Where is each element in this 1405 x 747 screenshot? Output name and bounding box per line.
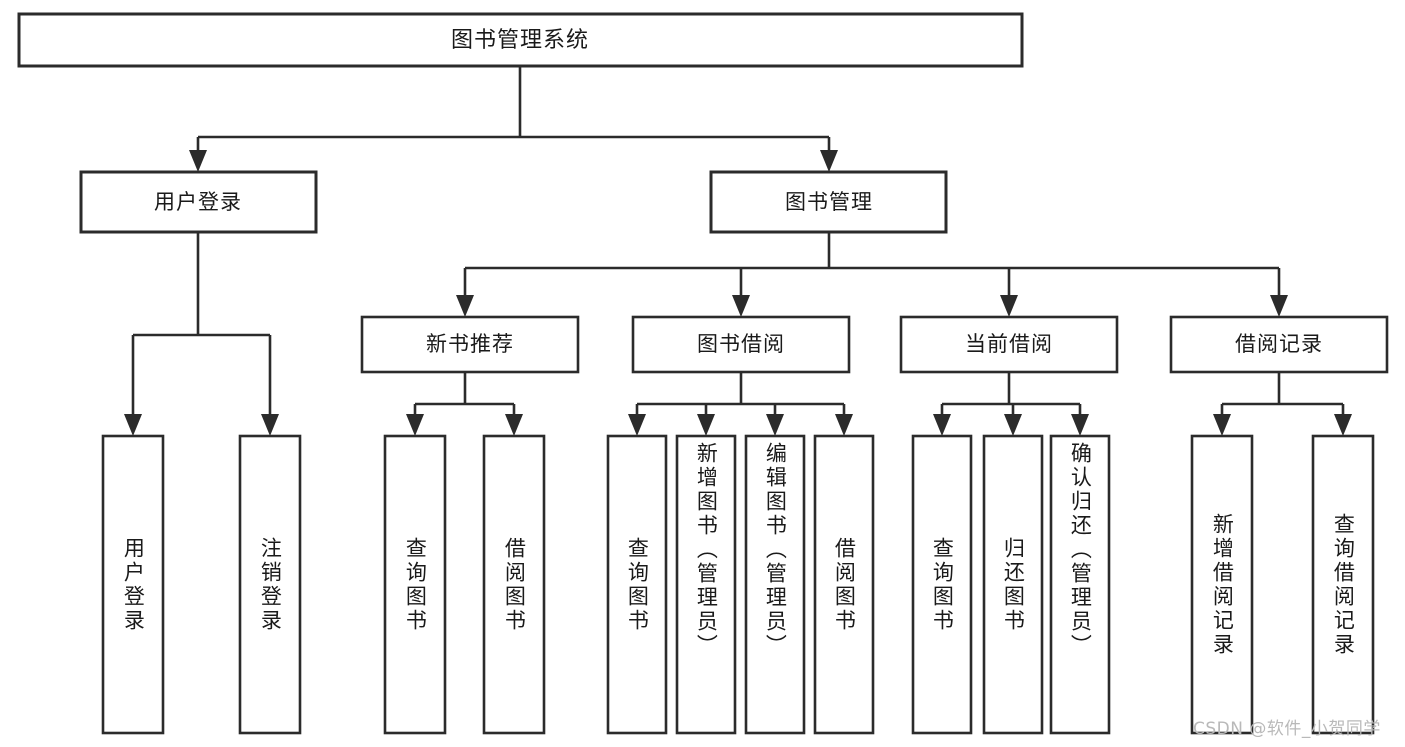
node-book-borrow[interactable]: 图书借阅 (631, 315, 851, 374)
node-book-management-label: 图书管理 (785, 190, 873, 214)
leaf-box-cb-query-book[interactable] (911, 434, 973, 735)
leaf-box-br-add-record[interactable] (1190, 434, 1254, 735)
leaf-box-bb-borrow-book[interactable] (813, 434, 875, 735)
leaf-box-cb-confirm-return[interactable] (1049, 434, 1111, 735)
edges-layer (124, 66, 1352, 436)
arrow-br-add-record (1213, 414, 1231, 436)
arrow-to-borrow-record (1270, 295, 1288, 317)
node-current-borrow[interactable]: 当前借阅 (899, 315, 1119, 374)
arrow-br-query-record (1334, 414, 1352, 436)
node-new-book-recommend[interactable]: 新书推荐 (360, 315, 580, 374)
node-borrow-record[interactable]: 借阅记录 (1169, 315, 1389, 374)
arrow-nbr-query-book (406, 414, 424, 436)
node-root-book-management-system[interactable]: 图书管理系统 (17, 12, 1024, 68)
arrow-to-user-login (189, 150, 207, 172)
arrow-to-new-book-recommend (456, 295, 474, 317)
leaf-box-logout[interactable] (238, 434, 302, 735)
node-current-borrow-box[interactable] (899, 315, 1119, 374)
node-new-book-recommend-box[interactable] (360, 315, 580, 374)
nodes-layer: 图书管理系统 用户登录 图书管理 新书推荐 图书借阅 当前 (17, 12, 1389, 735)
arrow-to-book-borrow (732, 295, 750, 317)
node-borrow-record-label: 借阅记录 (1235, 332, 1323, 356)
leaf-box-nbr-query-book[interactable] (383, 434, 447, 735)
arrow-to-leaf-user-login (124, 414, 142, 436)
arrow-bb-borrow-book (835, 414, 853, 436)
csdn-watermark: CSDN @软件_小贺同学 (1193, 719, 1381, 739)
arrow-bb-query-book (628, 414, 646, 436)
node-book-management-box[interactable] (709, 170, 948, 234)
node-user-login[interactable]: 用户登录 (79, 170, 318, 234)
leaf-box-br-query-record[interactable] (1311, 434, 1375, 735)
arrow-nbr-borrow-book (505, 414, 523, 436)
node-new-book-recommend-label: 新书推荐 (426, 332, 514, 356)
node-root-box[interactable] (17, 12, 1024, 68)
node-root-label: 图书管理系统 (451, 28, 589, 53)
arrow-to-current-borrow (1000, 295, 1018, 317)
arrow-to-leaf-logout (261, 414, 279, 436)
arrow-cb-query-book (933, 414, 951, 436)
node-user-login-label: 用户登录 (154, 190, 242, 214)
arrow-bb-add-book (697, 414, 715, 436)
node-book-borrow-label: 图书借阅 (697, 332, 785, 356)
leaf-box-bb-add-book[interactable] (675, 434, 737, 735)
node-borrow-record-box[interactable] (1169, 315, 1389, 374)
leaf-box-user-login[interactable] (101, 434, 165, 735)
node-book-management[interactable]: 图书管理 (709, 170, 948, 234)
arrow-cb-return-book (1004, 414, 1022, 436)
node-user-login-box[interactable] (79, 170, 318, 234)
arrow-bb-edit-book (766, 414, 784, 436)
leaf-box-nbr-borrow-book[interactable] (482, 434, 546, 735)
arrow-cb-confirm-return (1071, 414, 1089, 436)
node-current-borrow-label: 当前借阅 (965, 332, 1053, 356)
arrow-to-book-management (820, 150, 838, 172)
node-book-borrow-box[interactable] (631, 315, 851, 374)
leaf-box-cb-return-book[interactable] (982, 434, 1044, 735)
leaf-box-bb-query-book[interactable] (606, 434, 668, 735)
leaf-box-bb-edit-book[interactable] (744, 434, 806, 735)
